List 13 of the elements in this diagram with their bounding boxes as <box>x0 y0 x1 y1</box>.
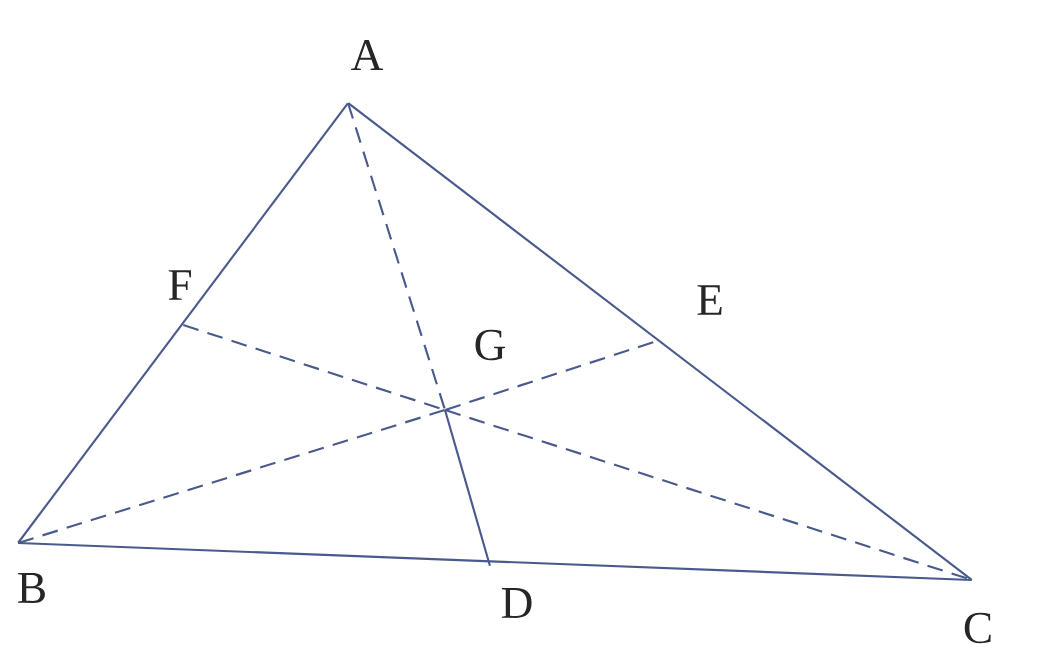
line-segment <box>347 102 973 581</box>
line-segment <box>17 102 349 544</box>
dashed-line <box>347 102 446 411</box>
point-label: G <box>475 329 505 361</box>
point-label: C <box>964 612 991 644</box>
line-segment <box>18 541 972 582</box>
point-label: A <box>351 40 384 70</box>
point-label: D <box>501 588 532 618</box>
point-label: F <box>168 270 191 300</box>
point-label: B <box>18 573 45 603</box>
dashed-line <box>17 409 446 544</box>
point-label: E <box>697 285 722 315</box>
line-segment <box>444 409 491 567</box>
